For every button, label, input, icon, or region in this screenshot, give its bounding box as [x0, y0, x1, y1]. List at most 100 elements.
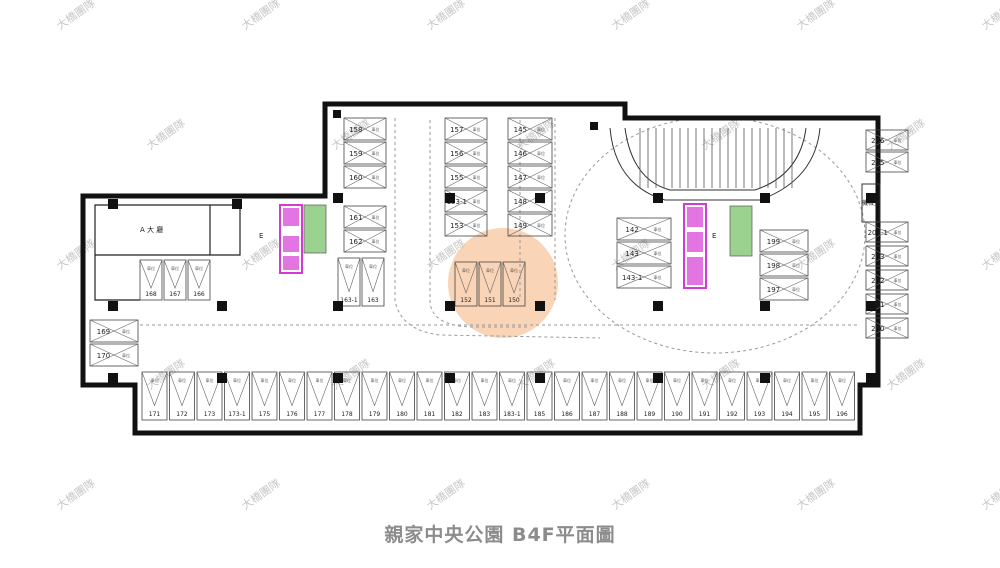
space-number: 200	[871, 325, 884, 333]
space-number: 148	[514, 198, 527, 206]
space-number: 197	[767, 286, 780, 294]
elevator-left-label: E	[259, 232, 263, 240]
elevator-right	[729, 205, 753, 257]
space-tag: 車位	[372, 126, 380, 132]
space-number: 158	[349, 126, 362, 134]
watermark-text: 大橋團隊	[979, 236, 1000, 273]
space-number: 178	[341, 411, 353, 418]
space-tag: 車位	[508, 377, 516, 383]
space-number: 142	[625, 226, 638, 234]
space-number: 181	[424, 411, 436, 418]
space-tag: 車位	[345, 263, 353, 269]
watermark-text: 大橋團隊	[794, 0, 838, 32]
space-tag: 車位	[473, 126, 481, 132]
space-tag: 車位	[537, 222, 545, 228]
parking-space-190: 190 車位	[664, 371, 690, 421]
space-number: 143	[625, 250, 638, 258]
elevator-left	[303, 204, 327, 254]
space-tag: 車位	[486, 267, 494, 273]
space-number: 153-1	[447, 198, 467, 206]
watermark-text: 大橋團隊	[54, 0, 98, 32]
space-number: 185	[534, 411, 546, 418]
parking-space-197: 197 車位	[759, 277, 809, 301]
parking-space-148: 148車位	[507, 189, 553, 213]
space-number: 171	[149, 411, 161, 418]
space-number: 187	[589, 411, 601, 418]
parking-space-200: 200 車位	[865, 317, 909, 339]
ramp	[609, 127, 821, 201]
watermark-text: 大橋團隊	[144, 116, 188, 153]
space-number: 159	[349, 150, 362, 158]
watermark-text: 大橋團隊	[54, 476, 98, 513]
space-tag: 車位	[537, 174, 545, 180]
space-tag: 車位	[473, 198, 481, 204]
elevator-right-label: E	[712, 232, 716, 240]
space-tag: 車位	[701, 377, 709, 383]
space-number: 157	[450, 126, 463, 134]
space-tag: 車位	[618, 377, 626, 383]
space-tag: 車位	[147, 265, 155, 271]
space-number: 202	[871, 277, 884, 285]
space-tag: 車位	[792, 286, 800, 292]
space-number: 180	[396, 411, 408, 418]
space-number: 155	[450, 174, 463, 182]
space-number: 190	[671, 411, 683, 418]
space-number: 173	[204, 411, 216, 418]
space-tag: 車位	[398, 377, 406, 383]
watermark-text: 大橋團隊	[884, 356, 928, 393]
watermark-text: 大橋團隊	[239, 0, 283, 32]
space-tag: 車位	[894, 325, 902, 331]
space-number: 183	[479, 411, 491, 418]
space-tag: 車位	[646, 377, 654, 383]
space-tag: 車位	[372, 238, 380, 244]
space-tag: 車位	[481, 377, 489, 383]
watermark-text: 大橋團隊	[54, 236, 98, 273]
space-number: 183-1	[503, 411, 521, 418]
space-number: 203	[871, 253, 884, 261]
space-number: 199	[767, 238, 780, 246]
space-tag: 車位	[206, 377, 214, 383]
space-number: 147	[514, 174, 527, 182]
space-number: 177	[314, 411, 326, 418]
space-tag: 車位	[591, 377, 599, 383]
parking-space-183: 183 車位	[471, 371, 498, 421]
watermark-text: 大橋團隊	[424, 0, 468, 32]
watermark-text: 大橋團隊	[239, 236, 283, 273]
space-tag: 車位	[473, 222, 481, 228]
space-number: 146	[514, 150, 528, 158]
space-number: 186	[561, 411, 573, 418]
space-tag: 車位	[792, 262, 800, 268]
space-number: 173-1	[228, 411, 246, 418]
space-number: 193	[754, 411, 766, 418]
space-tag: 車位	[673, 377, 681, 383]
space-number: 175	[259, 411, 271, 418]
space-tag: 車位	[343, 377, 351, 383]
space-number: 162	[349, 238, 362, 246]
parking-space-147: 147 車位	[507, 165, 553, 189]
